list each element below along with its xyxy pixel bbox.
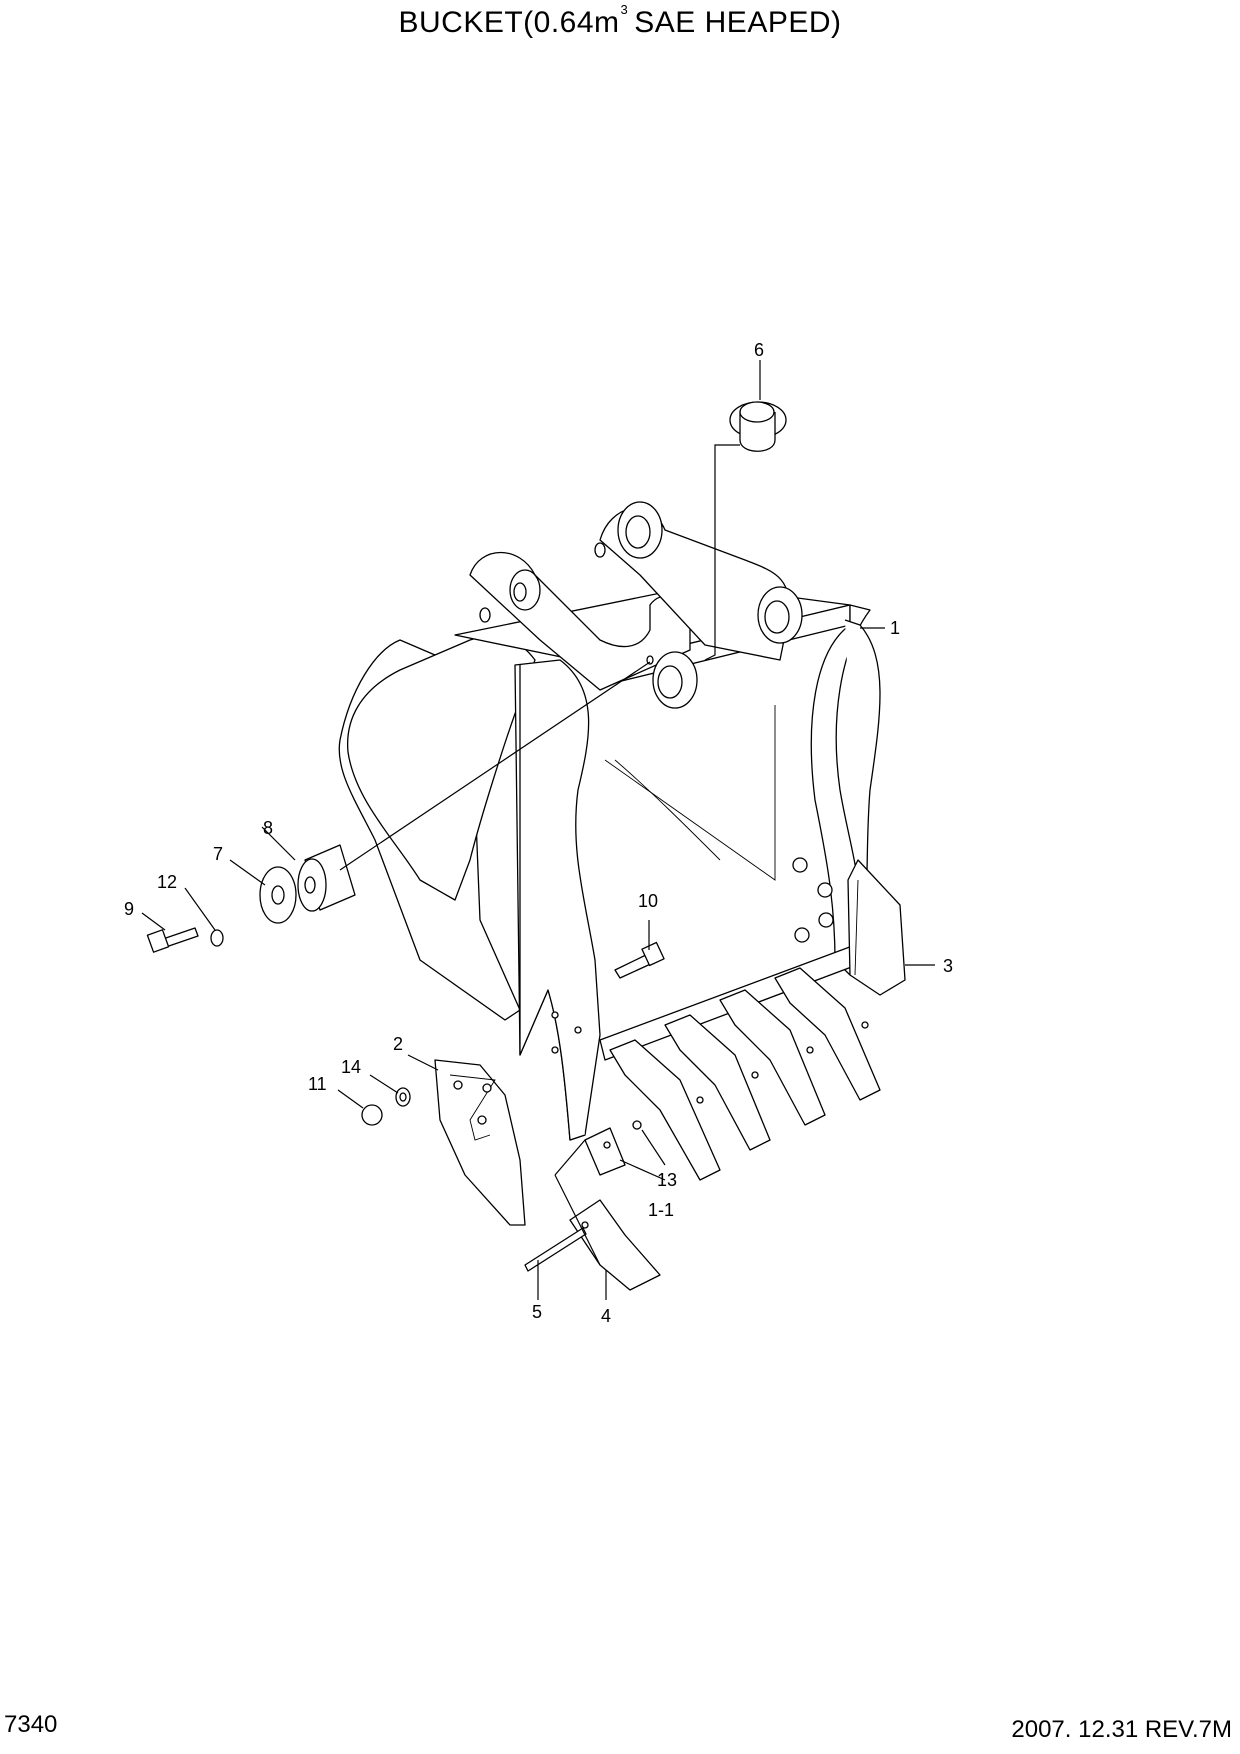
callout-11: 11 [308,1074,327,1094]
side-cutter-left [434,1059,526,1226]
page-code: 7340 [4,1711,58,1738]
bucket-teeth [584,967,881,1181]
bucket-body [338,501,881,1141]
callout-12: 12 [157,872,177,892]
leader-lines [141,360,935,1300]
callout-labels: 6 1 8 7 12 9 10 3 2 14 11 13 1-1 5 4 [124,340,953,1326]
callout-6: 6 [754,340,764,360]
callout-4: 4 [601,1306,611,1326]
bush-6 [729,401,787,452]
callout-8: 8 [263,818,273,838]
callout-1-1: 1-1 [648,1200,674,1220]
tooth-4 [569,1199,661,1291]
callout-2: 2 [393,1034,403,1054]
callout-10: 10 [638,891,658,911]
callout-9: 9 [124,899,134,919]
side-cutter-right [847,859,906,996]
title-tail: SAE HEAPED) [634,6,842,39]
callout-1: 1 [890,618,900,638]
title-superscript: 3 [620,2,629,17]
callout-5: 5 [532,1302,542,1322]
callout-7: 7 [213,844,223,864]
title-main: BUCKET(0.64m [398,6,620,39]
pin-assembly-left [146,844,356,953]
callout-14: 14 [341,1057,361,1077]
callout-13: 13 [657,1170,677,1190]
diagram-title: BUCKET(0.64m3 SAE HEAPED) [0,2,1240,40]
callout-3: 3 [943,956,953,976]
revision-date: 2007. 12.31 REV.7M [1011,1716,1232,1743]
nut-11 [361,1104,383,1126]
pin-5 [524,1227,587,1272]
